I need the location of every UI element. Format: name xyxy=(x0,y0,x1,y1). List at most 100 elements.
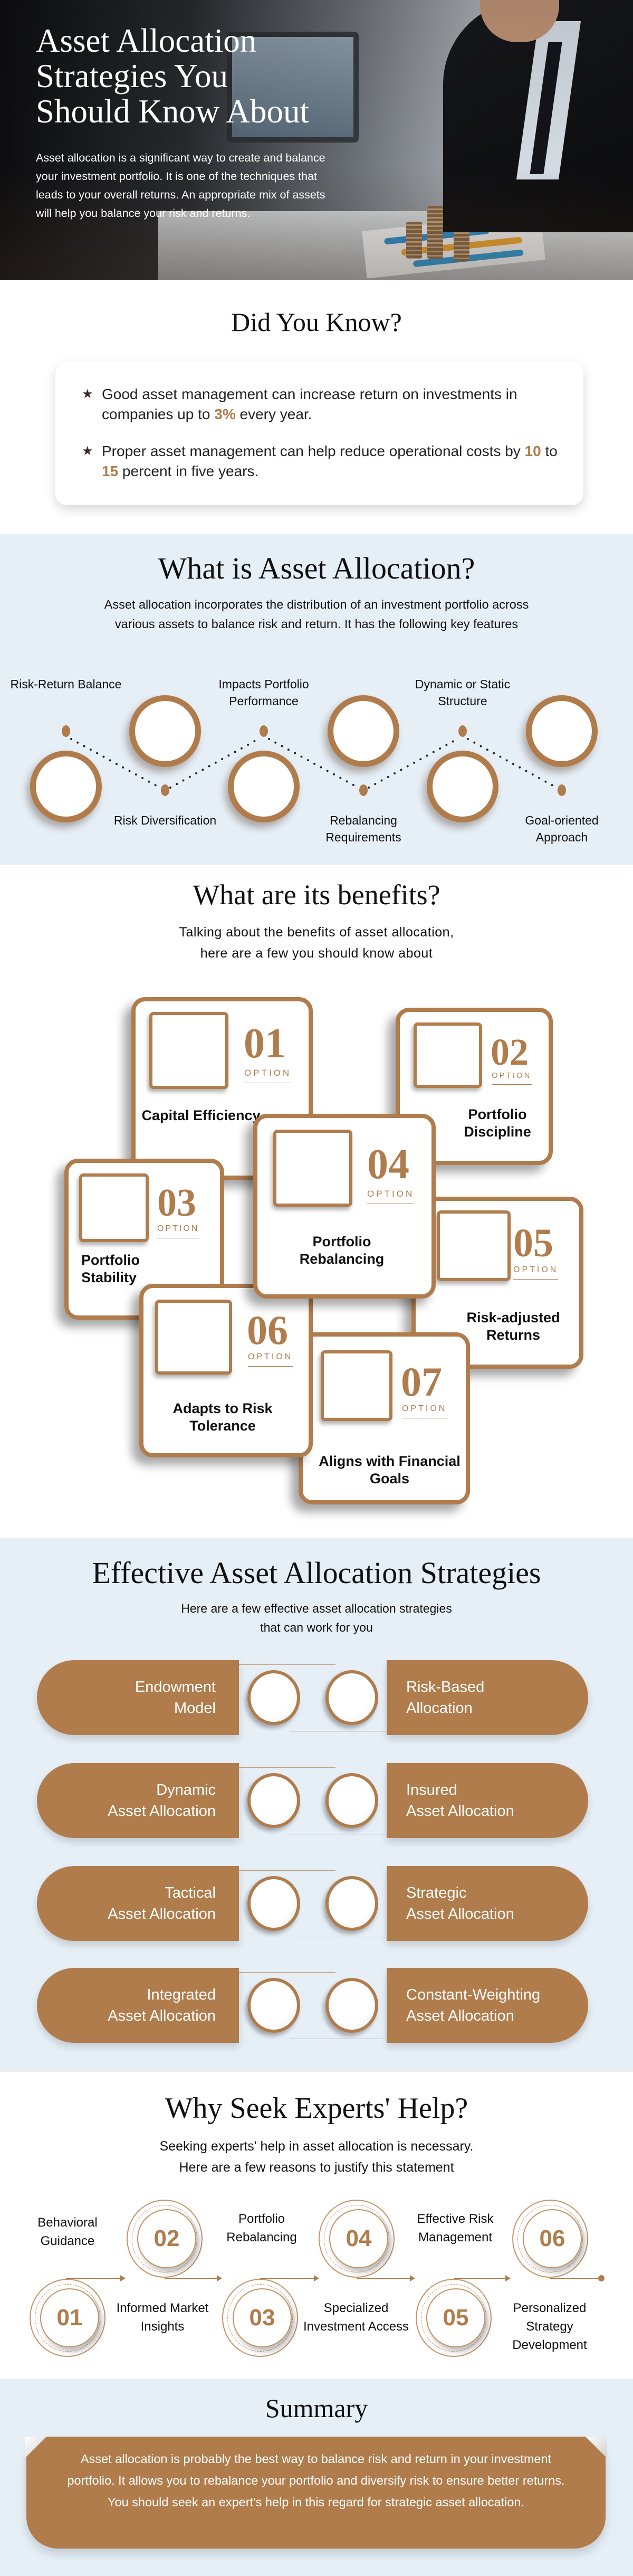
reason-ring xyxy=(416,2279,492,2357)
what-is-intro: Asset allocation incorporates the distri… xyxy=(104,598,529,631)
decorative-line xyxy=(239,1870,335,1871)
arrow-connector xyxy=(454,2275,511,2281)
strategy-name: Risk-Based xyxy=(406,1679,485,1696)
benefits-intro-line: Talking about the benefits of asset allo… xyxy=(179,925,454,940)
benefit-label: Portfolio Rebalancing xyxy=(299,1234,385,1267)
benefits-intro: Talking about the benefits of asset allo… xyxy=(0,922,633,964)
arrow-connector xyxy=(357,2275,415,2281)
summary-title: Summary xyxy=(265,2393,368,2423)
strategy-name: Strategic xyxy=(406,1884,467,1901)
feature-circle xyxy=(526,695,598,767)
benefits-title: What are its benefits? xyxy=(193,879,440,911)
benefit-number: 03 xyxy=(157,1181,196,1225)
fact-text-part: every year. xyxy=(235,406,312,422)
strategy-circle xyxy=(247,1978,300,2033)
did-you-know-title: Did You Know? xyxy=(231,307,402,337)
arrow-connector xyxy=(66,2275,126,2281)
experts-intro-line: Here are a few reasons to justify this s… xyxy=(179,2160,454,2175)
experts-intro-line: Seeking experts' help in asset allocatio… xyxy=(159,2139,474,2154)
connector-dot xyxy=(161,784,169,796)
strategies-intro: Here are a few effective asset allocatio… xyxy=(0,1599,633,1637)
reason-ring xyxy=(222,2279,298,2357)
benefit-card-01: 01 OPTION Capital Efficiency xyxy=(131,997,313,1180)
benefit-icon-box xyxy=(273,1130,352,1207)
reason-label: Personalized Strategy Development xyxy=(512,2301,587,2352)
arrow-connector xyxy=(260,2275,319,2281)
strategy-circle xyxy=(247,1773,300,1828)
strategy-name: Model xyxy=(174,1700,216,1717)
benefit-number: 06 xyxy=(247,1307,288,1353)
star-icon: ★ xyxy=(82,387,93,401)
feature-circle xyxy=(328,695,399,767)
reason-number-badge: 01 xyxy=(40,2288,99,2347)
option-label: OPTION xyxy=(513,1265,559,1280)
strategy-name: Dynamic xyxy=(156,1782,216,1798)
strategy-circle xyxy=(325,1773,378,1828)
benefit-label: Portfolio Stability xyxy=(81,1252,140,1285)
connector-dot xyxy=(558,784,566,796)
option-label: OPTION xyxy=(492,1071,532,1085)
reason-label: Effective Risk Management xyxy=(417,2212,494,2244)
strategy-name: Allocation xyxy=(406,1700,473,1717)
end-dot xyxy=(598,2275,605,2281)
reason-number-badge: 05 xyxy=(426,2288,485,2347)
feature-circle xyxy=(228,751,300,822)
feature-circle xyxy=(30,751,102,822)
hero-banner: Asset Allocation Strategies You Should K… xyxy=(0,0,633,280)
benefit-label: Portfolio Discipline xyxy=(464,1106,531,1140)
benefit-card-07: 07 OPTION Aligns with Financial Goals xyxy=(299,1332,470,1504)
fact-text-part: percent in five years. xyxy=(118,463,259,479)
coin-stack-image xyxy=(427,206,443,259)
benefit-label: Risk-adjusted Returns xyxy=(466,1310,560,1343)
decorative-line xyxy=(239,1767,335,1768)
benefit-icon-box xyxy=(149,1012,228,1089)
page-curl-decoration xyxy=(25,2437,46,2458)
feature-label: Risk Diversification xyxy=(113,813,217,827)
benefit-number: 04 xyxy=(367,1141,409,1188)
strategy-name: Insured xyxy=(406,1782,457,1798)
feature-label: Impacts Portfolio Performance xyxy=(218,677,309,708)
facts-card: ★ Good asset management can increase ret… xyxy=(55,362,583,505)
strategies-title: Effective Asset Allocation Strategies xyxy=(92,1556,541,1590)
strategy-circle xyxy=(325,1876,378,1931)
connector-dot xyxy=(62,725,70,737)
strategy-name: Constant-Weighting xyxy=(406,1986,541,2003)
reason-label: Behavioral Guidance xyxy=(37,2215,98,2248)
option-label: OPTION xyxy=(367,1189,415,1204)
strategy-circle xyxy=(247,1670,300,1725)
summary-banner: Asset allocation is probably the best wa… xyxy=(25,2437,607,2549)
connector-dot xyxy=(458,725,467,737)
reason-label: Informed Market Insights xyxy=(116,2301,209,2334)
strategy-name: Tactical xyxy=(165,1884,216,1901)
option-label: OPTION xyxy=(248,1352,293,1367)
feature-label: Rebalancing Requirements xyxy=(325,813,401,844)
benefit-icon-box xyxy=(321,1350,392,1421)
reason-ring xyxy=(319,2200,395,2278)
decorative-line xyxy=(239,1972,335,1973)
fact-highlight: 10 xyxy=(524,443,541,459)
benefits-intro-line: here are a few you should know about xyxy=(200,946,433,961)
benefit-icon-box xyxy=(437,1210,511,1281)
option-label: OPTION xyxy=(402,1404,447,1418)
strategy-name: Endowment xyxy=(135,1679,216,1696)
strategy-name: Asset Allocation xyxy=(406,2007,514,2024)
strategies-intro-line: Here are a few effective asset allocatio… xyxy=(181,1602,452,1615)
strategy-circle xyxy=(325,1670,378,1725)
decorative-line xyxy=(239,1664,335,1665)
reason-ring xyxy=(30,2279,106,2357)
star-icon: ★ xyxy=(82,444,93,458)
what-is-title: What is Asset Allocation? xyxy=(158,551,475,585)
benefit-icon-box xyxy=(155,1300,232,1375)
benefit-card-05: 05 OPTION Risk-adjusted Returns xyxy=(411,1197,583,1369)
fact-highlight: 15 xyxy=(102,463,119,479)
hero-description: Asset allocation is a significant way to… xyxy=(36,151,325,220)
hero-title: Asset Allocation Strategies You Should K… xyxy=(36,23,352,129)
benefit-card-04: 04 OPTION Portfolio Rebalancing xyxy=(253,1114,436,1299)
experts-intro: Seeking experts' help in asset allocatio… xyxy=(0,2136,633,2178)
end-line xyxy=(550,2278,601,2279)
reason-label: Specialized Investment Access xyxy=(303,2301,409,2334)
feature-circle xyxy=(427,751,498,822)
